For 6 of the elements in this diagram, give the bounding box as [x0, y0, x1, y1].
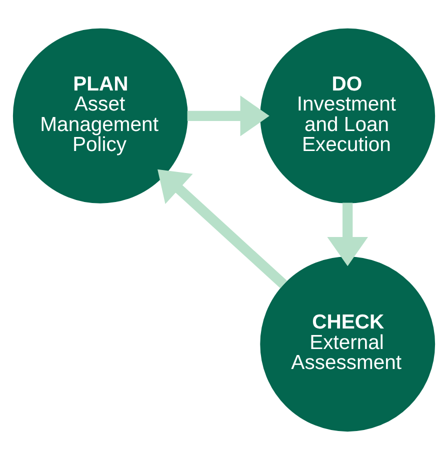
node-circle: CHECK External Assessment	[260, 256, 436, 432]
node-circle: DO Investment and Loan Execution	[260, 28, 436, 204]
arrow	[327, 202, 368, 266]
arrow	[158, 169, 288, 288]
arrow	[187, 96, 270, 136]
node-circle: PLAN Asset Management Policy	[12, 28, 188, 204]
